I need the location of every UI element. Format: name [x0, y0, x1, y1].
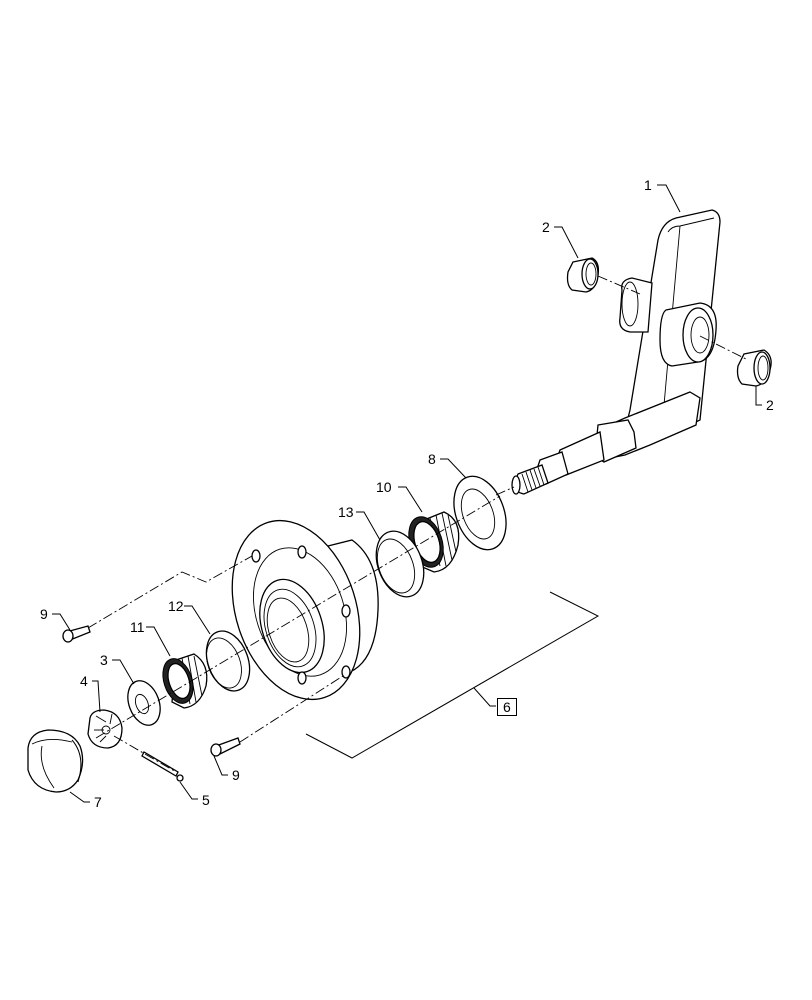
callout-1: 1	[644, 177, 652, 193]
callout-7: 7	[94, 794, 102, 810]
callout-2-upper: 2	[542, 219, 550, 235]
bushing-upper	[566, 257, 600, 293]
callout-12: 12	[168, 598, 184, 614]
outer-bearing-cup	[205, 630, 251, 692]
spindle-arm	[511, 209, 721, 495]
wheel-stud-lower	[210, 737, 241, 757]
bushing-lower	[736, 349, 772, 387]
washer	[127, 680, 161, 726]
callout-10: 10	[376, 479, 392, 495]
castle-nut	[87, 709, 123, 749]
outer-bearing-cone	[162, 653, 208, 709]
seal	[453, 475, 507, 551]
leader-lines	[52, 184, 762, 803]
callout-9-upper: 9	[40, 606, 48, 622]
wheel-stud-upper	[62, 625, 91, 643]
callout-8: 8	[428, 451, 436, 467]
callout-13: 13	[338, 504, 354, 520]
inner-bearing-cup	[375, 530, 425, 598]
hub	[231, 519, 379, 701]
callout-9-lower: 9	[232, 767, 240, 783]
center-lines	[87, 275, 749, 773]
group-6-bracket	[305, 591, 600, 759]
cotter-pin	[141, 751, 184, 782]
callout-2-lower: 2	[766, 397, 774, 413]
callout-11: 11	[130, 619, 145, 635]
dust-cap	[27, 729, 84, 793]
callout-5: 5	[202, 792, 210, 808]
callout-4: 4	[80, 673, 88, 689]
callout-3: 3	[100, 652, 108, 668]
callout-6: 6	[497, 698, 517, 716]
